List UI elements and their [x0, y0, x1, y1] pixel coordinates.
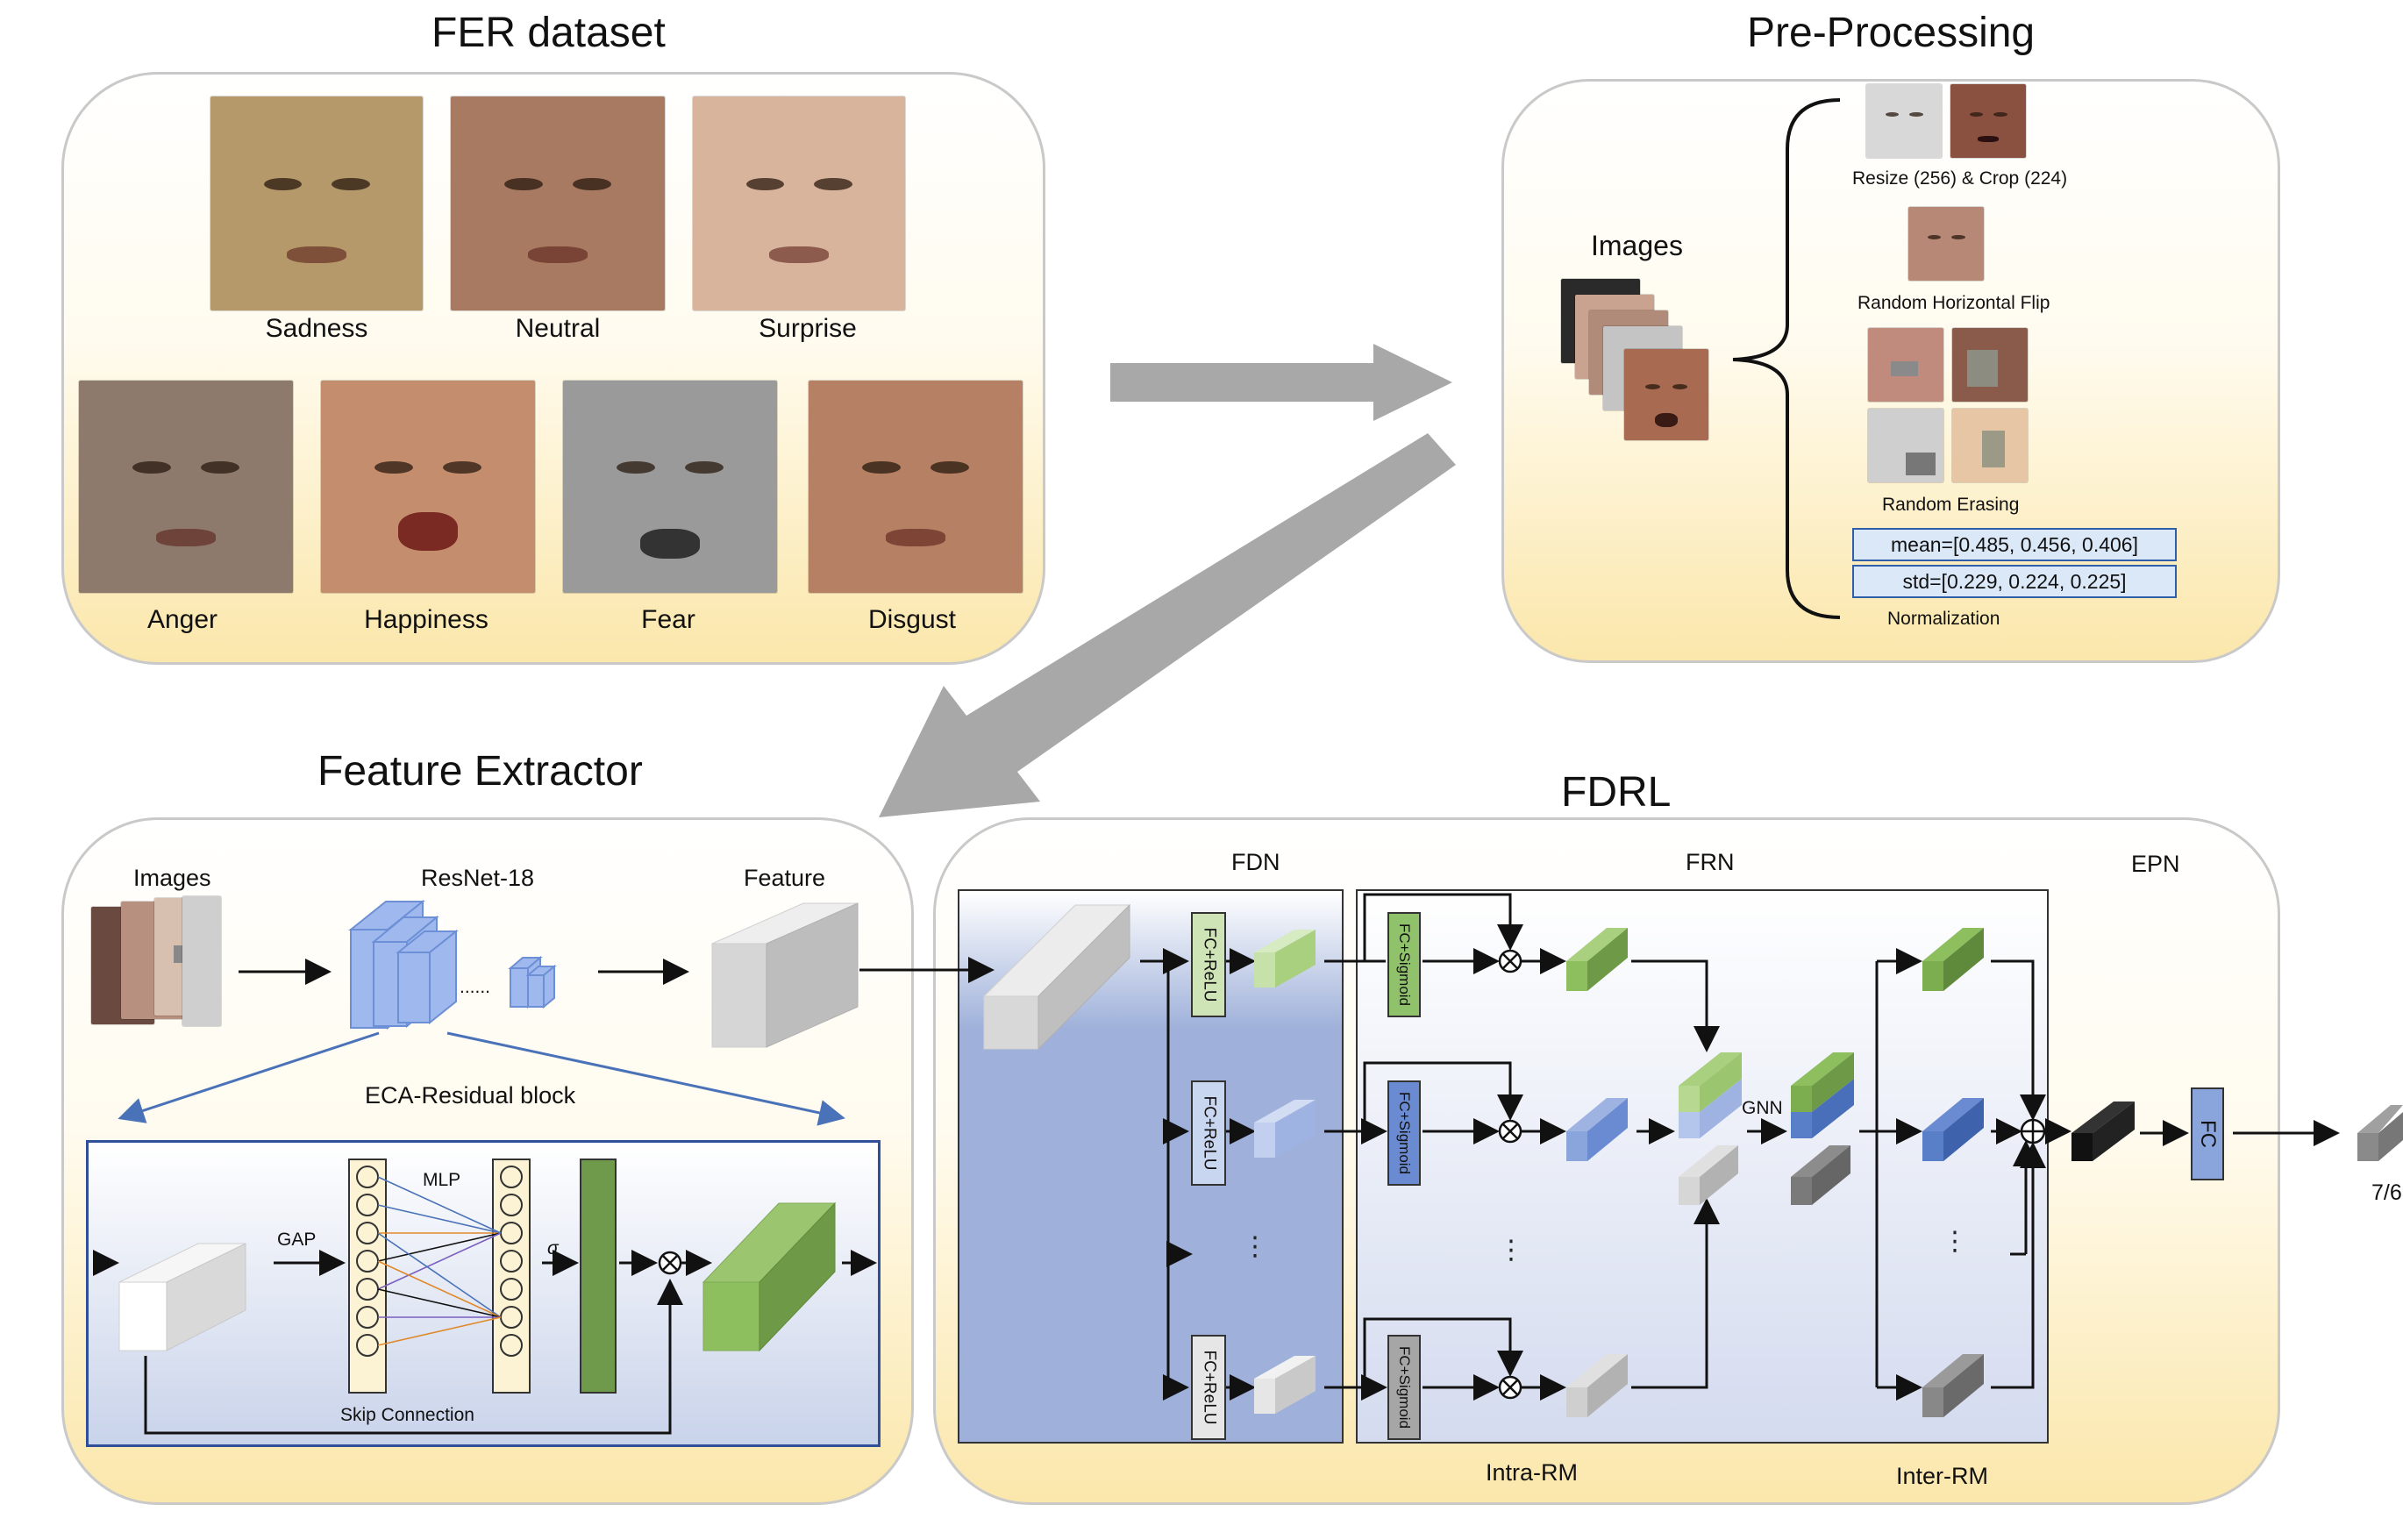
fc-sigmoid-box-2: FC+Sigmoid: [1387, 1080, 1421, 1186]
fc-sigmoid-box-1: FC+Sigmoid: [1387, 912, 1421, 1017]
resize-label: Resize (256) & Crop (224): [1852, 168, 2068, 189]
gray-arrow-to-preprocessing: [1110, 344, 1452, 421]
flip-image: [1908, 207, 1984, 281]
face-image-anger: [79, 381, 293, 593]
fer-dataset-title: FER dataset: [431, 10, 666, 56]
epn-label: EPN: [2131, 851, 2180, 877]
pre-processing-title: Pre-Processing: [1747, 10, 2036, 56]
fdrl-internals: [982, 893, 2403, 1417]
pre-brace: [1732, 98, 1841, 619]
erasing-label: Random Erasing: [1882, 495, 2020, 515]
resize-image-1: [1866, 84, 1942, 158]
fdrl-title: FDRL: [1561, 769, 1672, 816]
fc-sigmoid-box-3: FC+Sigmoid: [1387, 1335, 1421, 1440]
pre-images-label: Images: [1591, 230, 1683, 261]
normalization-label: Normalization: [1887, 609, 2000, 629]
face-label-neutral: Neutral: [515, 314, 601, 343]
eca-internals: [93, 1159, 877, 1435]
pre-image-stack-5: [1624, 349, 1708, 440]
face-image-disgust: [809, 381, 1023, 593]
gray-arrow-to-feature-extractor: [879, 433, 1456, 817]
face-label-surprise: Surprise: [759, 314, 857, 343]
feature-extractor-title: Feature Extractor: [317, 748, 643, 795]
final-fc-box: FC: [2191, 1087, 2224, 1180]
fdn-label: FDN: [1231, 849, 1280, 875]
gnn-label: GNN: [1742, 1098, 1783, 1118]
fc-relu-box-2: FC+ReLU: [1191, 1080, 1226, 1186]
flip-label: Random Horizontal Flip: [1858, 293, 2050, 313]
feature-cuboid: [711, 902, 859, 1048]
face-label-sadness: Sadness: [265, 314, 368, 343]
erasing-image-3: [1868, 409, 1943, 482]
resnet-blocks: [348, 899, 557, 1030]
resize-image-2: [1950, 84, 2026, 158]
face-label-fear: Fear: [641, 605, 695, 634]
resnet-label: ResNet-18: [421, 865, 535, 891]
eca-block-label: ECA-Residual block: [365, 1082, 576, 1109]
fc-relu-box-1: FC+ReLU: [1191, 912, 1226, 1017]
face-image-surprise: [693, 96, 905, 310]
norm-std-box: std=[0.229, 0.224, 0.225]: [1852, 565, 2177, 598]
face-image-fear: [563, 381, 777, 593]
gap-label: GAP: [277, 1230, 317, 1250]
inter-rm-label: Inter-RM: [1896, 1463, 1989, 1489]
face-image-happiness: [321, 381, 535, 593]
norm-mean-box: mean=[0.485, 0.456, 0.406]: [1852, 528, 2177, 561]
erasing-image-2: [1952, 328, 2028, 402]
resnet-dots: ......: [460, 977, 491, 997]
intra-rm-label: Intra-RM: [1486, 1459, 1579, 1486]
fe-image-stack-4: [182, 896, 221, 1026]
mlp-label: MLP: [423, 1170, 461, 1190]
face-label-anger: Anger: [146, 605, 218, 634]
eca-blue-line-left: [118, 1031, 380, 1123]
skip-connection-label: Skip Connection: [340, 1405, 474, 1425]
face-image-neutral: [451, 96, 665, 310]
output-label: 7/6: [2371, 1180, 2402, 1205]
eca-blue-line-right: [446, 1031, 845, 1126]
face-label-disgust: Disgust: [867, 605, 957, 634]
face-image-sadness: [210, 96, 423, 310]
fe-images-label: Images: [133, 865, 211, 891]
erasing-image-1: [1868, 328, 1943, 402]
erasing-image-4: [1952, 409, 2028, 482]
frn-label: FRN: [1686, 849, 1735, 875]
feature-label: Feature: [744, 865, 826, 891]
face-label-happiness: Happiness: [364, 605, 488, 634]
fc-relu-box-3: FC+ReLU: [1191, 1335, 1226, 1440]
